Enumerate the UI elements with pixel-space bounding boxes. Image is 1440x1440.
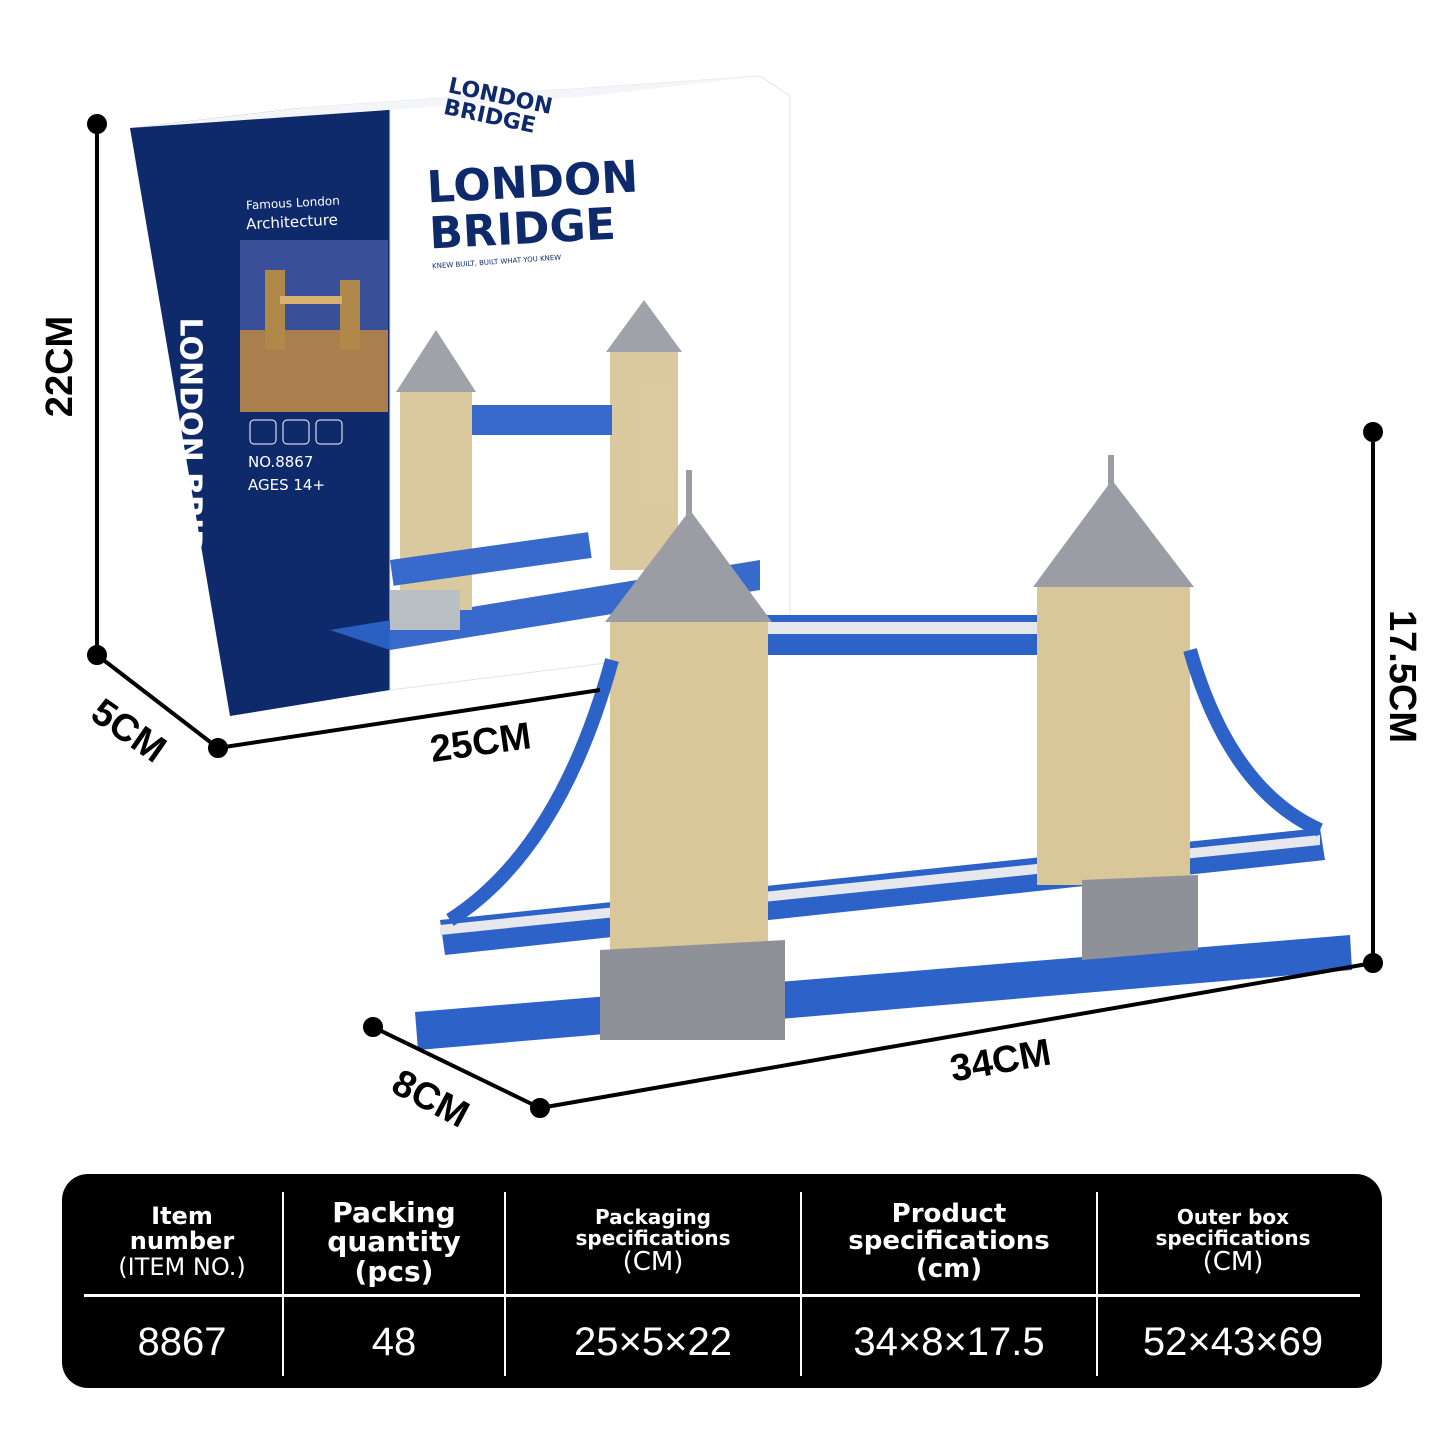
header-line: (CM) xyxy=(1202,1247,1264,1278)
header-line: (ITEM NO.) xyxy=(118,1252,246,1281)
cell-item-number: 8867 xyxy=(137,1319,227,1364)
header-line: specifications xyxy=(575,1226,731,1251)
column-divider xyxy=(282,1192,284,1376)
header-line: (pcs) xyxy=(354,1254,434,1288)
box-side-title: LONDON BRIDGE xyxy=(172,317,208,600)
box-front-title-line: BRIDGE xyxy=(427,198,617,260)
header-packing-quantity: Packing quantity (pcs) xyxy=(284,1190,504,1294)
header-line: (CM) xyxy=(622,1247,684,1278)
header-line: Packaging xyxy=(595,1205,711,1230)
header-line: Outer box xyxy=(1176,1205,1290,1230)
header-line: Item xyxy=(151,1202,213,1231)
product-bridge-model xyxy=(415,455,1352,1050)
column-divider xyxy=(800,1192,802,1376)
upper-walkway xyxy=(765,615,1090,655)
header-product-spec: Product specifications (cm) xyxy=(802,1190,1096,1294)
left-tower xyxy=(610,620,768,950)
header-line: specifications xyxy=(1155,1226,1311,1251)
column-divider xyxy=(1096,1192,1098,1376)
column-divider xyxy=(504,1192,506,1376)
cell-packaging-spec: 25×5×22 xyxy=(574,1319,732,1364)
table-divider xyxy=(84,1294,1360,1297)
cell-product-spec: 34×8×17.5 xyxy=(853,1319,1045,1364)
header-line: (cm) xyxy=(915,1253,983,1284)
header-line: number xyxy=(129,1227,235,1256)
box-top-face xyxy=(130,76,760,128)
cell-outer-box-spec: 52×43×69 xyxy=(1142,1319,1324,1364)
right-tower xyxy=(1037,585,1190,885)
box-height-label: 22CM xyxy=(39,315,82,418)
box-front-title: LONDON BRIDGE xyxy=(426,152,642,260)
header-line: quantity xyxy=(327,1225,461,1259)
left-chain xyxy=(446,658,619,926)
spec-table: Item number (ITEM NO.) Packing quantity … xyxy=(62,1174,1382,1388)
box-bridge-image xyxy=(330,300,760,650)
header-line: Packing xyxy=(332,1195,456,1229)
product-height-label: 17.5CM xyxy=(1381,609,1424,744)
header-line: specifications xyxy=(848,1226,1050,1257)
dimension-lines xyxy=(87,114,1383,1118)
cell-packing-quantity: 48 xyxy=(371,1319,417,1364)
header-outer-box-spec: Outer box specifications (CM) xyxy=(1098,1190,1368,1294)
header-packaging-spec: Packaging specifications (CM) xyxy=(506,1190,800,1294)
right-chain xyxy=(1183,648,1323,837)
box-ages: AGES 14+ xyxy=(248,476,326,494)
box-item-no: NO.8867 xyxy=(248,453,314,471)
header-line: Product xyxy=(891,1199,1007,1230)
header-item-number: Item number (ITEM NO.) xyxy=(82,1190,282,1294)
